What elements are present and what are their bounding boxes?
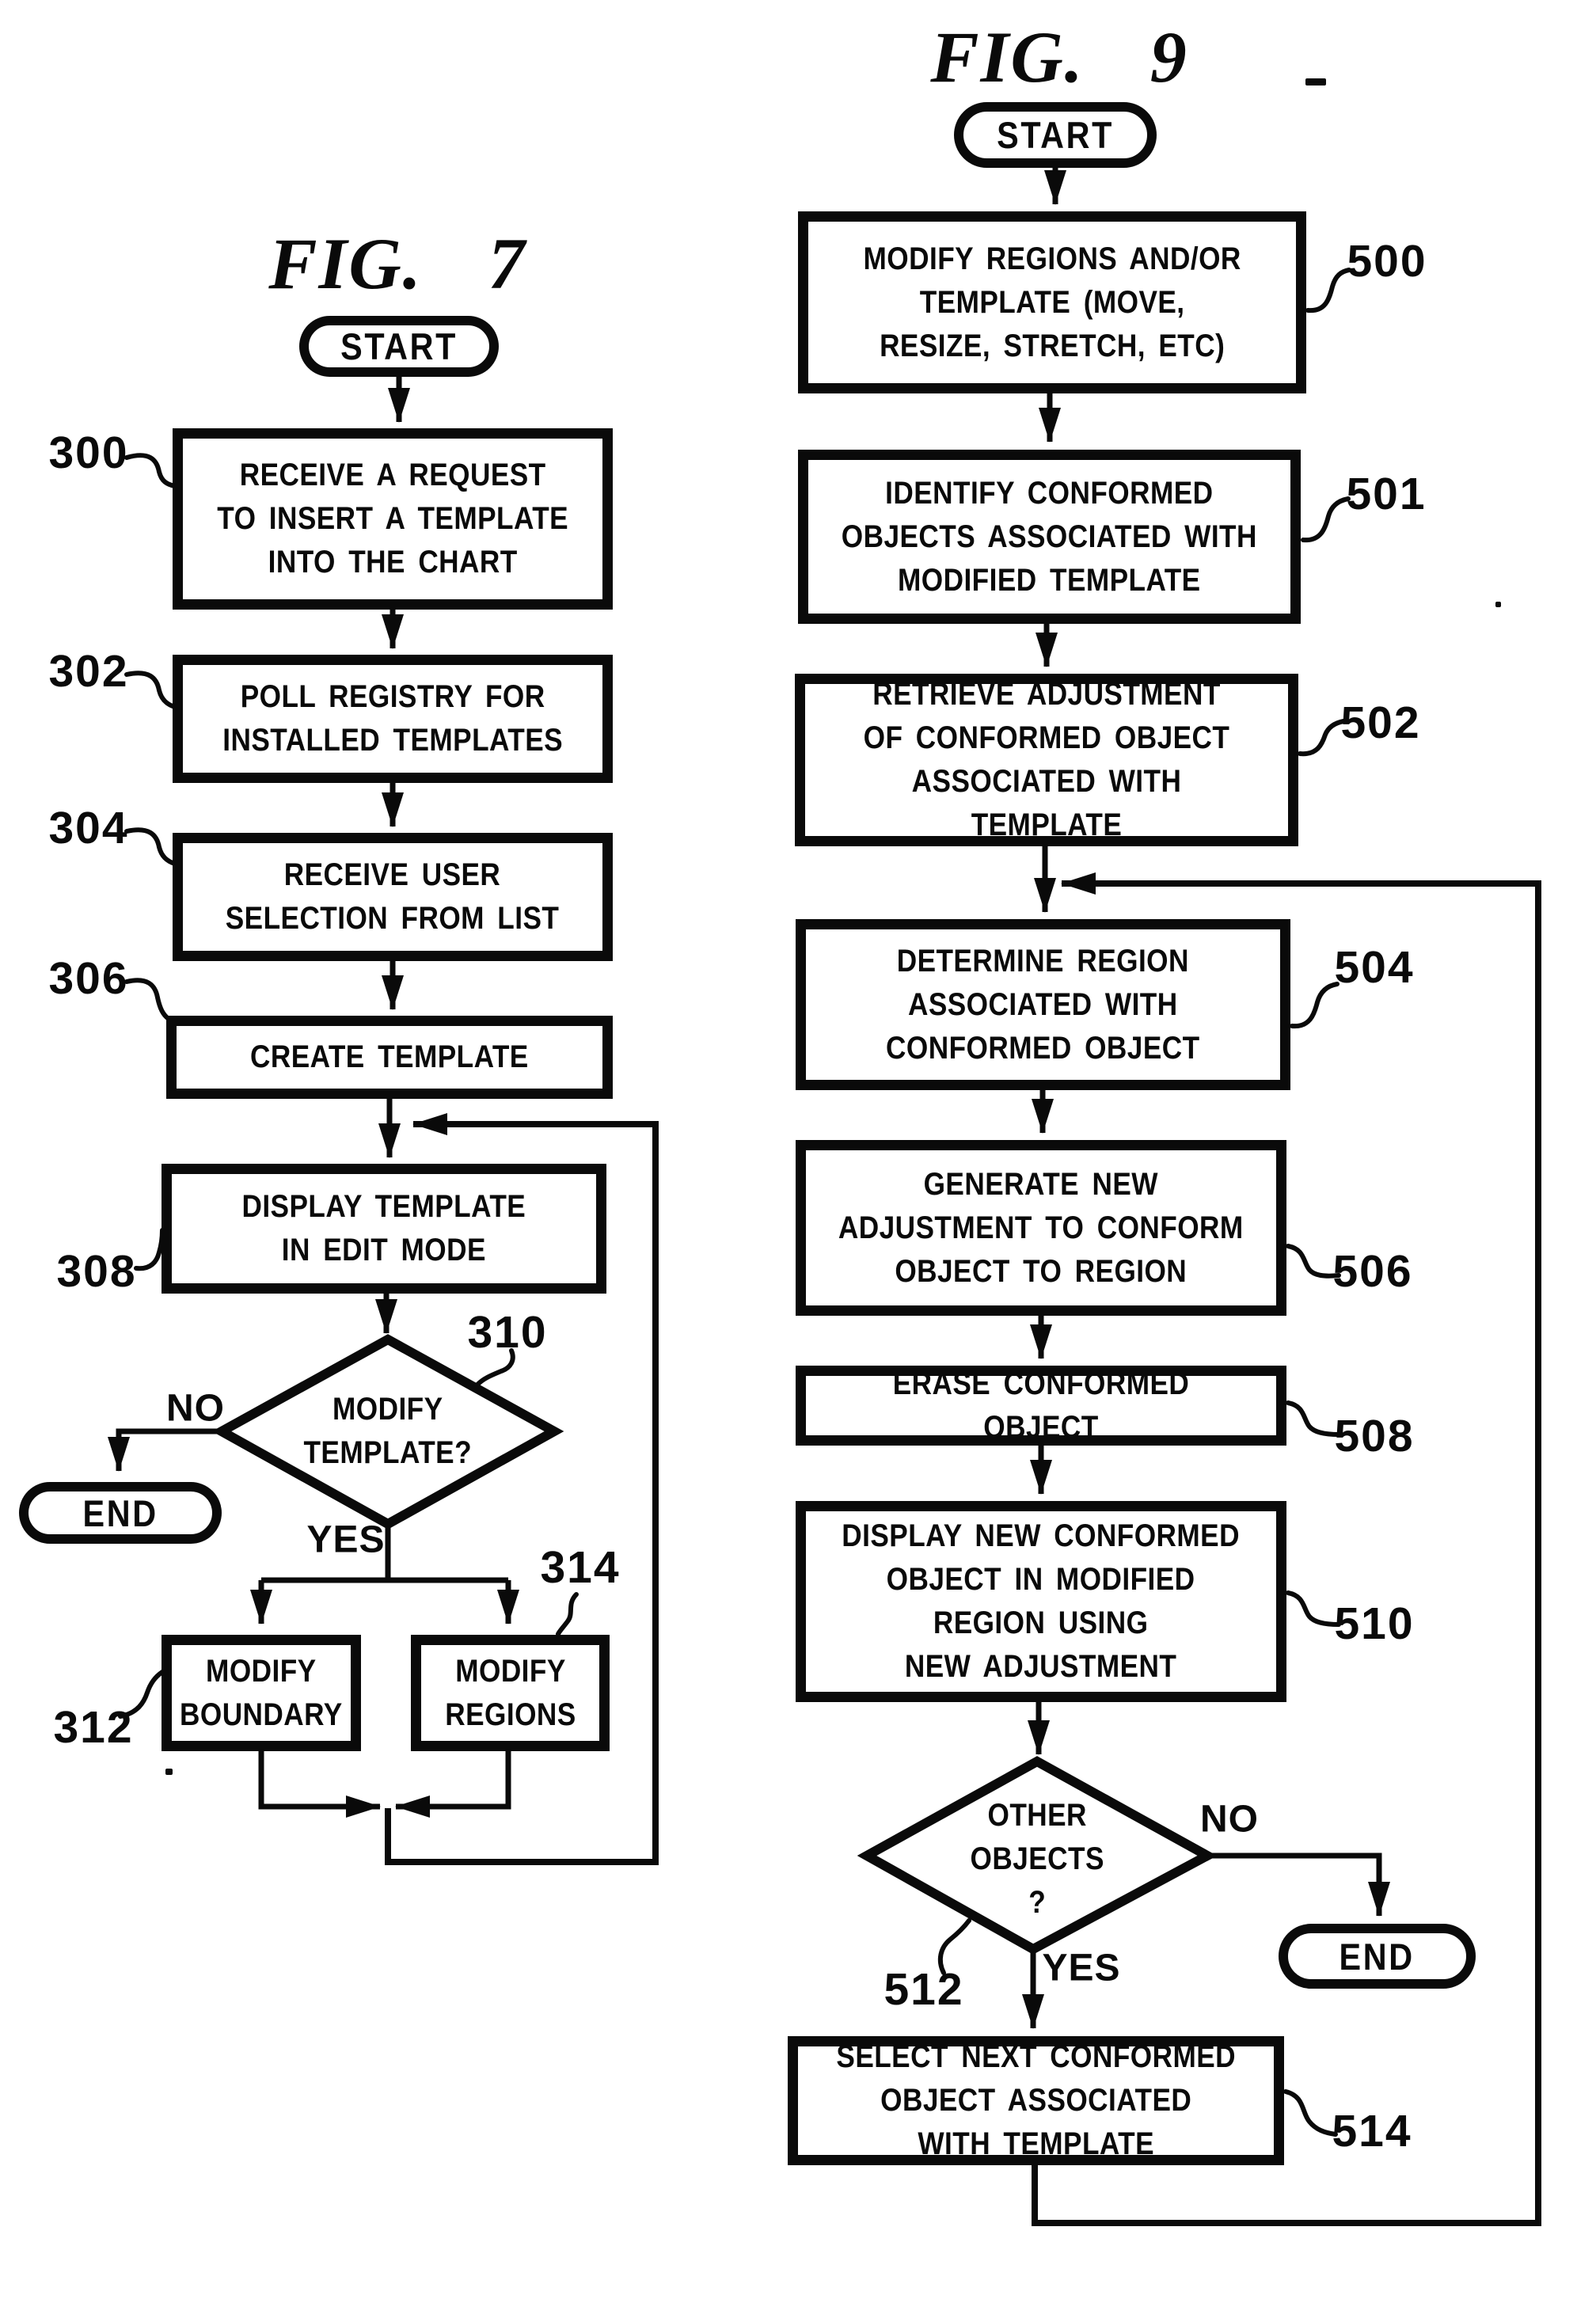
fig9-ref-506: 506 xyxy=(1332,1246,1413,1297)
fig7-box-308-text: DISPLAY TEMPLATE IN EDIT MODE xyxy=(241,1189,526,1267)
fig7-ref-304: 304 xyxy=(48,803,129,853)
fig9-box-500-text: MODIFY REGIONS AND/OR TEMPLATE (MOVE, RE… xyxy=(863,241,1241,363)
fig7-start-terminal: START xyxy=(299,316,499,377)
fig7-ref-300: 300 xyxy=(48,428,129,478)
fig7-ref-312: 312 xyxy=(53,1702,134,1753)
fig9-no-label: NO xyxy=(1200,1798,1259,1841)
fig7-box-300: RECEIVE A REQUEST TO INSERT A TEMPLATE I… xyxy=(173,428,613,610)
fig9-box-502: RETRIEVE ADJUSTMENT OF CONFORMED OBJECT … xyxy=(795,674,1298,846)
fig9-end-terminal: END xyxy=(1279,1924,1476,1989)
scan-speck xyxy=(165,1769,173,1775)
fig7-yes-label: YES xyxy=(306,1518,386,1561)
fig9-end-label: END xyxy=(1339,1935,1416,1978)
fig9-box-514-text: SELECT NEXT CONFORMED OBJECT ASSOCIATED … xyxy=(836,2039,1236,2161)
fig9-start-terminal: START xyxy=(954,102,1157,168)
fig9-box-501-text: IDENTIFY CONFORMED OBJECTS ASSOCIATED WI… xyxy=(841,475,1258,598)
fig9-decision-512-text: OTHER OBJECTS ? xyxy=(970,1797,1104,1920)
fig7-ref-306: 306 xyxy=(48,953,129,1004)
fig7-ref-314: 314 xyxy=(540,1542,621,1593)
fig9-ref-514: 514 xyxy=(1332,2106,1412,2156)
fig7-ref-310: 310 xyxy=(467,1307,548,1358)
fig9-ref-504: 504 xyxy=(1334,942,1415,993)
fig7-box-304: RECEIVE USER SELECTION FROM LIST xyxy=(173,833,613,961)
fig7-start-label: START xyxy=(340,325,458,367)
fig9-box-504-text: DETERMINE REGION ASSOCIATED WITH CONFORM… xyxy=(886,943,1200,1066)
fig9-box-504: DETERMINE REGION ASSOCIATED WITH CONFORM… xyxy=(796,919,1290,1090)
fig9-box-514: SELECT NEXT CONFORMED OBJECT ASSOCIATED … xyxy=(788,2036,1284,2165)
fig9-box-510: DISPLAY NEW CONFORMED OBJECT IN MODIFIED… xyxy=(796,1501,1286,1702)
scan-speck xyxy=(1495,602,1501,607)
fig7-box-308: DISPLAY TEMPLATE IN EDIT MODE xyxy=(162,1164,606,1294)
fig7-decision-310-text: MODIFY TEMPLATE? xyxy=(303,1392,473,1470)
fig7-box-300-text: RECEIVE A REQUEST TO INSERT A TEMPLATE I… xyxy=(217,458,568,580)
fig9-ref-512: 512 xyxy=(884,1964,964,2015)
fig7-ref-308: 308 xyxy=(56,1246,137,1297)
fig7-box-302: POLL REGISTRY FOR INSTALLED TEMPLATES xyxy=(173,655,613,783)
fig7-box-302-text: POLL REGISTRY FOR INSTALLED TEMPLATES xyxy=(222,679,563,758)
fig7-box-312: MODIFY BOUNDARY xyxy=(162,1635,361,1751)
fig9-box-506: GENERATE NEW ADJUSTMENT TO CONFORM OBJEC… xyxy=(796,1140,1286,1316)
fig9-ref-508: 508 xyxy=(1334,1411,1415,1461)
fig7-box-314-text: MODIFY REGIONS xyxy=(444,1653,576,1732)
fig7-decision-310: MODIFY TEMPLATE? xyxy=(269,1379,507,1484)
scan-speck xyxy=(1305,78,1326,86)
fig9-title: FIG. 9 xyxy=(930,17,1188,97)
fig9-ref-501: 501 xyxy=(1346,469,1427,519)
fig9-box-508-text: ERASE CONFORMED OBJECT xyxy=(892,1366,1190,1445)
fig9-ref-510: 510 xyxy=(1334,1598,1415,1649)
fig7-box-314: MODIFY REGIONS xyxy=(411,1635,610,1751)
fig9-start-label: START xyxy=(996,114,1114,156)
fig7-end-terminal: END xyxy=(19,1482,222,1544)
fig9-box-506-text: GENERATE NEW ADJUSTMENT TO CONFORM OBJEC… xyxy=(838,1166,1244,1289)
fig9-decision-512: OTHER OBJECTS ? xyxy=(918,1788,1156,1930)
fig7-box-312-text: MODIFY BOUNDARY xyxy=(180,1653,343,1732)
fig7-box-304-text: RECEIVE USER SELECTION FROM LIST xyxy=(226,857,560,936)
fig7-no-label: NO xyxy=(166,1387,225,1430)
fig7-box-306-text: CREATE TEMPLATE xyxy=(250,1039,529,1074)
fig9-box-508: ERASE CONFORMED OBJECT xyxy=(796,1366,1286,1446)
fig7-title: FIG. 7 xyxy=(268,223,526,304)
fig9-box-501: IDENTIFY CONFORMED OBJECTS ASSOCIATED WI… xyxy=(798,450,1301,624)
fig9-ref-500: 500 xyxy=(1347,236,1427,287)
fig7-end-label: END xyxy=(82,1492,158,1534)
fig9-box-510-text: DISPLAY NEW CONFORMED OBJECT IN MODIFIED… xyxy=(842,1518,1241,1684)
fig9-yes-label: YES xyxy=(1042,1947,1121,1989)
fig9-ref-502: 502 xyxy=(1340,697,1421,748)
fig9-box-502-text: RETRIEVE ADJUSTMENT OF CONFORMED OBJECT … xyxy=(863,677,1230,842)
fig9-box-500: MODIFY REGIONS AND/OR TEMPLATE (MOVE, RE… xyxy=(798,211,1306,393)
fig7-ref-302: 302 xyxy=(48,646,129,697)
fig7-box-306: CREATE TEMPLATE xyxy=(166,1016,613,1099)
